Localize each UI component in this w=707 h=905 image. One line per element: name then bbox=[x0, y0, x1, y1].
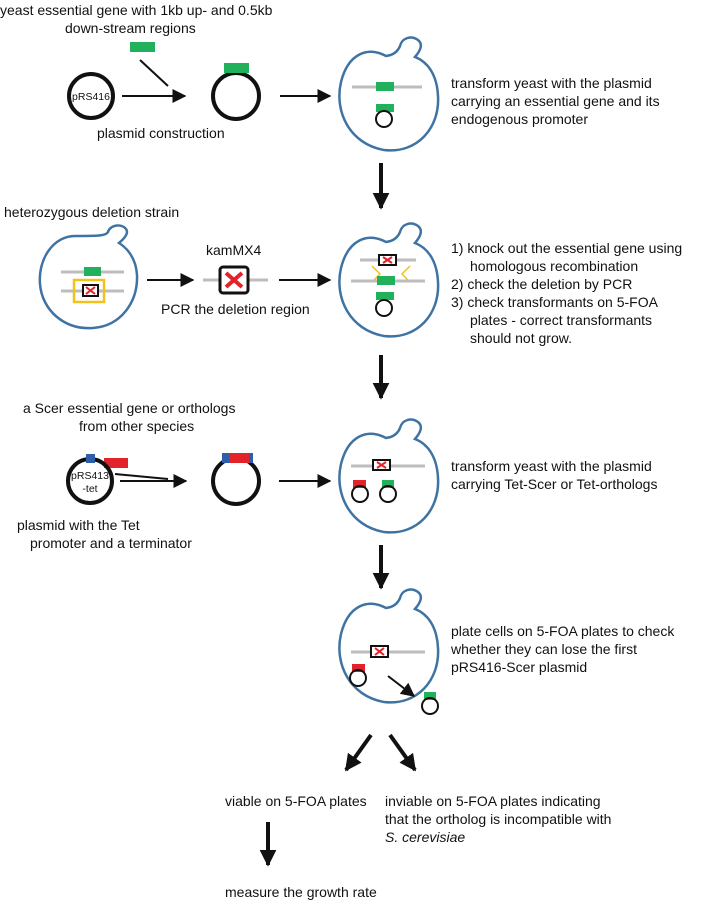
viable-outcome: viable on 5-FOA plates bbox=[225, 793, 367, 809]
lost-scer-plasmid bbox=[421, 697, 439, 715]
step1-caption: plasmid construction bbox=[97, 125, 225, 141]
ortholog-insert bbox=[104, 458, 128, 468]
het-wt-gene bbox=[84, 267, 101, 276]
lost-scer-gene bbox=[424, 692, 436, 700]
step1-gene-label-line2: down-stream regions bbox=[65, 20, 196, 36]
tet-plasmid-terminator bbox=[249, 453, 253, 463]
step1-desc-line1: transform yeast with the plasmid bbox=[451, 75, 652, 91]
tet-promoter-block bbox=[86, 454, 95, 463]
cell4-ortholog-gene bbox=[352, 664, 365, 672]
step3-desc-line1: transform yeast with the plasmid bbox=[451, 458, 652, 474]
step3-desc-line2: carrying Tet-Scer or Tet-orthologs bbox=[451, 476, 657, 492]
step2-desc-line6: should not grow. bbox=[470, 330, 572, 346]
tet-ortholog-plasmid bbox=[211, 456, 261, 506]
inviable-outcome-line2: that the ortholog is incompatible with bbox=[385, 811, 611, 827]
prs416-plasmid bbox=[67, 72, 115, 120]
step2-title: heterozygous deletion strain bbox=[4, 204, 179, 220]
prs413-label-line2: -tet bbox=[82, 483, 97, 495]
step2-desc-line5: plates - correct transformants bbox=[470, 312, 652, 328]
step1-desc-line3: endogenous promoter bbox=[451, 111, 588, 127]
cell4-deletion-x bbox=[374, 647, 385, 656]
plasmid-gene-segment bbox=[224, 63, 249, 73]
prs416-label: pRS416 bbox=[72, 91, 110, 103]
branch-arrow-right bbox=[388, 733, 417, 772]
yeast-cell-4 bbox=[338, 588, 440, 704]
constructed-plasmid bbox=[211, 71, 261, 121]
step3-caption-line1: plasmid with the Tet bbox=[17, 517, 140, 533]
chromosome-gene-1 bbox=[376, 82, 394, 91]
cell4-ortholog-plasmid bbox=[349, 669, 367, 687]
cell3-scer-plasmid bbox=[379, 485, 397, 503]
yeast-cell-3 bbox=[338, 418, 440, 534]
tet-plasmid-gene bbox=[229, 453, 249, 463]
cell2-wt-gene bbox=[377, 276, 395, 285]
cell2-plasmid-gene bbox=[376, 292, 394, 300]
insert-join-line bbox=[139, 59, 169, 87]
essential-gene-insert bbox=[130, 42, 155, 52]
plasmid-in-cell-1 bbox=[375, 110, 393, 128]
tet-plasmid-promoter bbox=[222, 453, 229, 463]
cell3-ortholog-gene bbox=[353, 480, 366, 488]
inviable-outcome-species: S. cerevisiae bbox=[385, 829, 465, 845]
step4-desc-line2: whether they can lose the first bbox=[450, 641, 637, 657]
cell2-plasmid bbox=[375, 299, 393, 317]
yeast-cell-2 bbox=[338, 222, 440, 338]
step4-desc-line1: plate cells on 5-FOA plates to check bbox=[451, 623, 675, 639]
cell3-scer-gene bbox=[382, 480, 394, 488]
step2-desc-line2: homologous recombination bbox=[470, 258, 638, 274]
heterozygous-cell bbox=[38, 224, 139, 330]
het-deletion-x bbox=[85, 286, 96, 295]
step2-desc-line1: 1) knock out the essential gene using bbox=[451, 240, 682, 256]
step4-desc-line3: pRS416-Scer plasmid bbox=[451, 659, 587, 675]
cell3-deletion-x bbox=[376, 461, 387, 469]
step3-caption-line2: promoter and a terminator bbox=[30, 535, 192, 551]
pcr-region-box bbox=[72, 278, 106, 304]
cell2-deletion-x bbox=[382, 256, 393, 264]
inviable-outcome-line1: inviable on 5-FOA plates indicating bbox=[385, 793, 601, 809]
recombination-crossover bbox=[371, 265, 411, 283]
step1-desc-line2: carrying an essential gene and its bbox=[451, 93, 660, 109]
step1-gene-label-line1: yeast essential gene with 1kb up- and 0.… bbox=[0, 2, 273, 18]
plasmid-loss-arrow bbox=[387, 675, 416, 697]
final-step: measure the growth rate bbox=[225, 884, 377, 900]
step2-caption: PCR the deletion region bbox=[161, 301, 310, 317]
kanmx4-x bbox=[224, 271, 244, 289]
ortholog-join-line bbox=[114, 473, 169, 480]
step3-gene-label-line1: a Scer essential gene or orthologs bbox=[23, 400, 235, 416]
yeast-cell-1 bbox=[338, 36, 440, 152]
plasmid-gene-1 bbox=[376, 104, 394, 112]
step2-desc-line3: 2) check the deletion by PCR bbox=[451, 276, 632, 292]
step3-gene-label-line2: from other species bbox=[79, 418, 194, 434]
step2-desc-line4: 3) check transformants on 5-FOA bbox=[451, 294, 659, 310]
cell3-ortholog-plasmid bbox=[351, 485, 369, 503]
prs413-label-line1: pRS413 bbox=[71, 470, 109, 482]
branch-arrow-left bbox=[344, 733, 373, 772]
marker-name: kamMX4 bbox=[206, 242, 261, 258]
